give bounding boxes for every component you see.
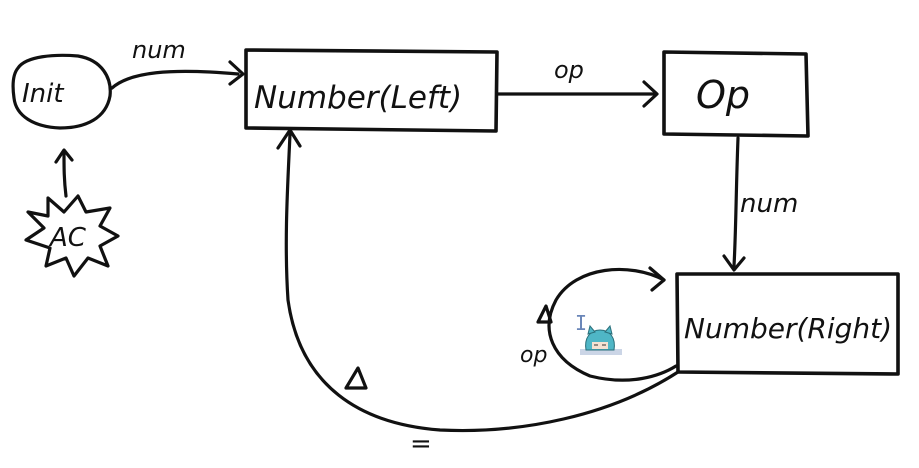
edge-right-to-left: =	[276, 128, 680, 459]
edge-left-to-op: op	[496, 56, 659, 108]
state-number-right-label: Number(Right)	[684, 312, 892, 345]
state-number-left-label: Number(Left)	[254, 80, 462, 116]
state-number-left: Number(Left)	[244, 48, 499, 133]
start-marker: AC	[24, 194, 120, 278]
arrowhead-icon	[54, 148, 74, 164]
character-sticker-icon	[580, 324, 622, 355]
edge-right-self-loop: op	[520, 266, 678, 382]
state-init: Init	[11, 53, 112, 130]
arrowhead-icon	[648, 266, 666, 292]
state-op: Op	[662, 50, 810, 138]
edge-left-to-op-label: op	[554, 56, 584, 84]
arrowhead-icon	[642, 80, 659, 108]
edge-right-self-loop-label: op	[520, 343, 547, 368]
state-op-label: Op	[696, 73, 750, 117]
edge-init-to-left: num	[110, 36, 245, 90]
text-cursor-icon[interactable]: I	[575, 311, 587, 335]
arrowhead-icon	[276, 128, 302, 150]
edge-ac-to-init	[54, 148, 74, 198]
triangle-marker-icon	[536, 304, 553, 324]
ac-star-icon	[24, 194, 120, 278]
start-marker-label: AC	[48, 223, 87, 253]
edge-init-to-left-label: num	[132, 36, 186, 64]
triangle-marker-icon	[344, 366, 368, 390]
state-init-label: Init	[22, 79, 64, 109]
edge-right-to-left-label: =	[410, 429, 432, 459]
edge-op-to-right: num	[722, 136, 798, 272]
edge-op-to-right-label: num	[740, 189, 798, 219]
arrowhead-icon	[722, 254, 746, 272]
arrowhead-icon	[228, 60, 245, 86]
state-number-right: Number(Right)	[675, 272, 900, 376]
